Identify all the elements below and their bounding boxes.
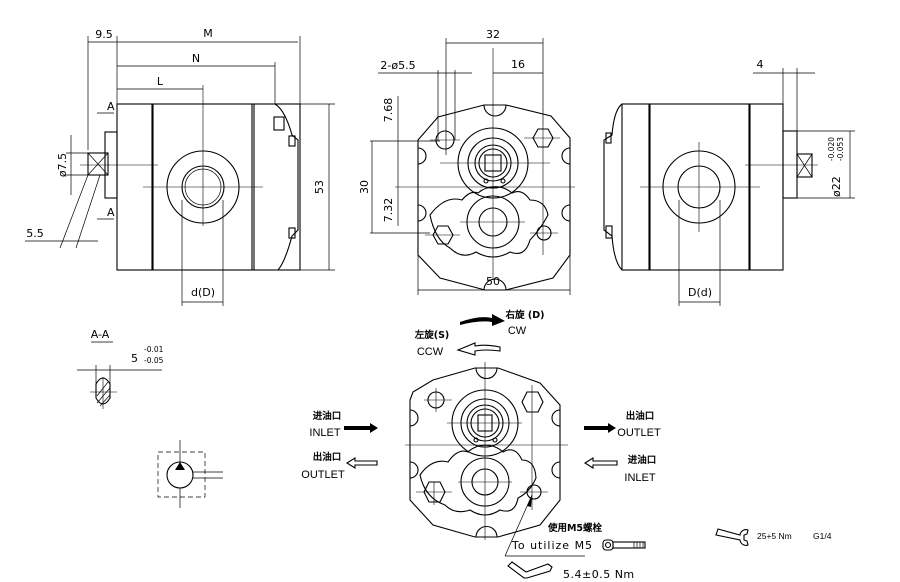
cw-label: CW xyxy=(508,325,527,337)
section-mark-top: A xyxy=(107,100,115,113)
section-aa: A-A 5 -0.01 -0.05 xyxy=(77,328,164,409)
right-top-port: OUTLET xyxy=(617,427,661,439)
dim-shaft-dia: ø7.5 xyxy=(56,153,69,177)
left-bottom-port-cn: 出油口 xyxy=(313,451,342,463)
dim-pilot: ø22 xyxy=(830,176,843,197)
cw-label-cn: 右旋 (D) xyxy=(505,309,545,321)
section-tol-upper: -0.01 xyxy=(144,345,164,354)
bolt-icon xyxy=(602,539,646,551)
rotation-port-view: 右旋 (D) CW 左旋(S) CCW 进油口 INLET 出油口 OUTLET… xyxy=(301,309,661,581)
pilot-tol-lower: -0.053 xyxy=(836,137,845,161)
port-torque: 25+5 Nm xyxy=(757,531,792,541)
hex-key-icon xyxy=(507,561,553,579)
section-dim: 5 xyxy=(131,352,138,365)
inlet-arrow-icon xyxy=(344,423,378,433)
ccw-arrow-icon xyxy=(456,342,501,356)
pilot-tol-upper: -0.020 xyxy=(827,137,836,161)
rear-view: 4 ø22 -0.020 -0.053 D(d) xyxy=(603,58,855,306)
right-bottom-port-cn: 进油口 xyxy=(628,454,657,466)
section-title: A-A xyxy=(91,328,110,341)
dim-shaft-length: 9.5 xyxy=(95,28,113,41)
dim-l: L xyxy=(157,75,164,88)
cw-arrow-icon xyxy=(460,314,505,326)
dim-16: 16 xyxy=(511,58,525,71)
dim-key: 5.5 xyxy=(26,227,44,240)
bolt-note-cn: 使用M5螺栓 xyxy=(547,522,603,534)
dim-port: d(D) xyxy=(191,286,215,299)
dim-4: 4 xyxy=(757,58,764,71)
port-thread: G1/4 xyxy=(813,531,832,541)
side-view: 9.5 M N L 53 d(D) ø7.5 5.5 A A xyxy=(25,27,335,306)
front-view: 32 16 2-ø5.5 7.68 30 7.32 50 xyxy=(358,28,575,295)
dim-7-68: 7.68 xyxy=(382,98,395,123)
dim-32: 32 xyxy=(486,28,500,41)
dim-50: 50 xyxy=(486,275,500,288)
section-mark-bottom: A xyxy=(107,206,115,219)
right-top-port-cn: 出油口 xyxy=(626,410,655,422)
right-bottom-port: INLET xyxy=(624,472,655,484)
dim-m: M xyxy=(203,27,213,40)
outlet-arrow-right-icon xyxy=(584,423,616,433)
dim-port-rear: D(d) xyxy=(688,286,712,299)
left-top-port: INLET xyxy=(309,427,340,439)
hydraulic-pump-symbol xyxy=(157,440,223,508)
bolt-torque: 5.4±0.5 Nm xyxy=(563,568,635,581)
wrench-icon xyxy=(715,528,749,546)
left-bottom-port: OUTLET xyxy=(301,469,345,481)
section-tol-lower: -0.05 xyxy=(144,356,164,365)
dim-holes: 2-ø5.5 xyxy=(380,59,415,72)
left-top-port-cn: 进油口 xyxy=(313,410,342,422)
outlet-arrow-icon xyxy=(345,457,378,469)
dim-height: 53 xyxy=(313,180,326,194)
bolt-note: To utilize M5 xyxy=(511,539,593,552)
dim-n: N xyxy=(192,52,200,65)
dim-30: 30 xyxy=(358,180,371,194)
dim-7-32: 7.32 xyxy=(382,198,395,223)
port-torque-note: 25+5 Nm G1/4 xyxy=(715,528,832,546)
inlet-arrow-right-icon xyxy=(583,457,618,469)
ccw-label-cn: 左旋(S) xyxy=(414,329,450,341)
ccw-label: CCW xyxy=(417,346,444,358)
